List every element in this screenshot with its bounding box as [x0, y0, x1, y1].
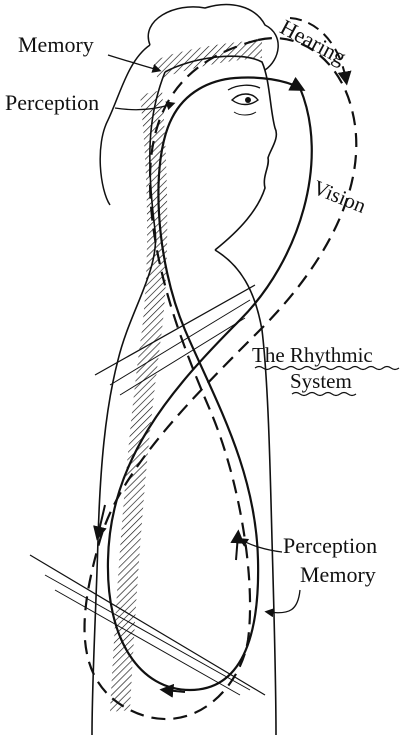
eye-pupil: [245, 97, 251, 103]
arrow-perception-memory-1: [242, 540, 282, 552]
eyebrow: [228, 85, 260, 90]
head-outline: [165, 56, 276, 250]
body-outline-right: [215, 250, 276, 735]
eye: [232, 94, 258, 105]
label-perception-memory-line2: Memory: [300, 564, 376, 586]
arrow-memory: [108, 55, 158, 70]
label-perception: Perception: [5, 92, 99, 114]
hair-back: [100, 45, 150, 205]
label-rhythmic-system-line2: System: [290, 371, 352, 392]
diagonal-stroke-4: [30, 555, 265, 695]
diagonal-stroke-5: [45, 575, 250, 690]
diagonal-stroke-2: [110, 300, 250, 385]
label-perception-memory-line1: Perception: [283, 535, 377, 557]
label-memory: Memory: [18, 34, 94, 56]
label-rhythmic-system-line1: The Rhythmic: [252, 345, 373, 366]
diagonal-stroke-6: [55, 590, 240, 695]
arrow-solid-up: [236, 535, 238, 560]
eye-lash: [234, 112, 256, 115]
